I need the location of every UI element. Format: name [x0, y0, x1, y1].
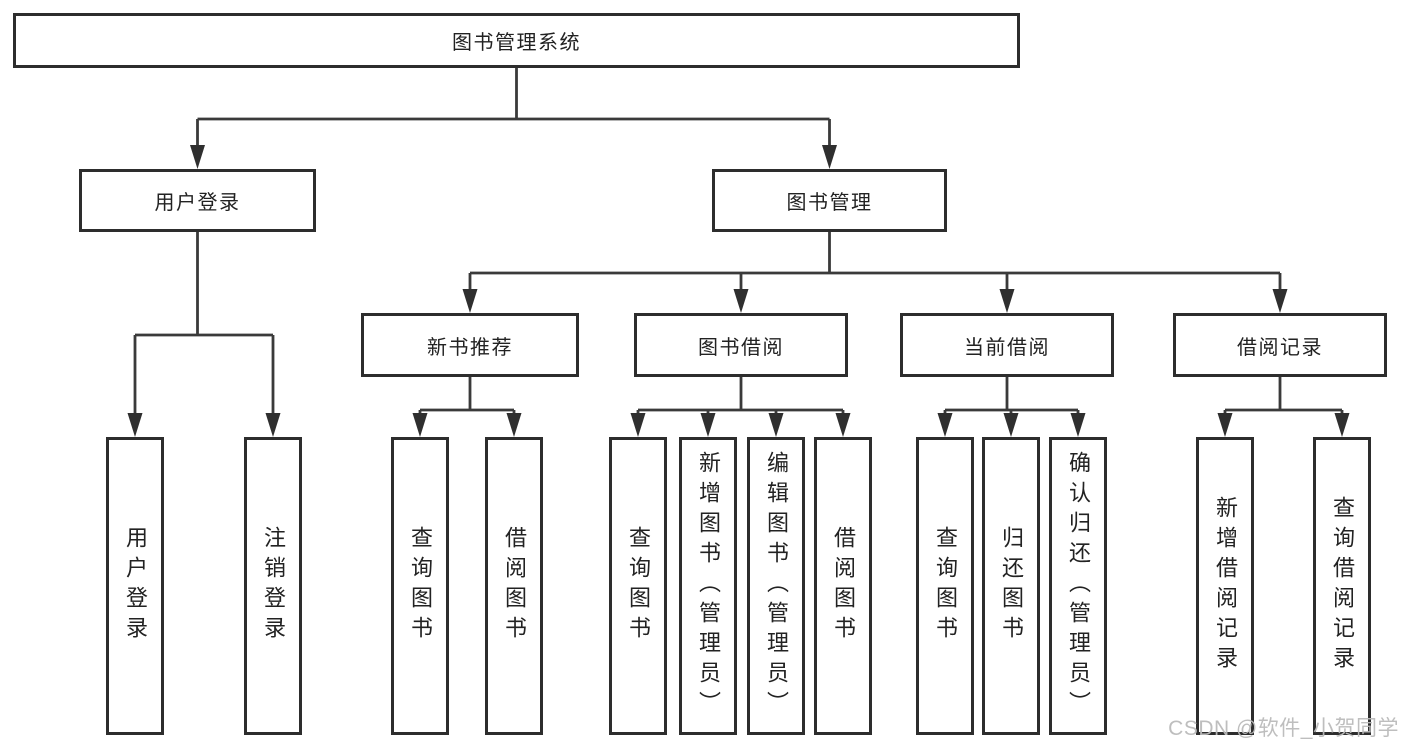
node-user-login: 用户登录 — [79, 169, 316, 232]
arrow-down-icon — [412, 413, 428, 437]
node-new-book-rec-label: 新书推荐 — [427, 336, 513, 359]
arrowheads — [127, 145, 1350, 437]
node-leaf-bb-add-book-label: 新增图书（管理员） — [696, 451, 721, 721]
node-leaf-cb-query-book-label: 查询图书 — [933, 526, 958, 646]
node-leaf-cb-confirm-return-label: 确认归还（管理员） — [1066, 451, 1091, 721]
node-leaf-br-query-record-label: 查询借阅记录 — [1330, 496, 1355, 676]
arrow-down-icon — [733, 289, 749, 313]
node-leaf-user-login-label: 用户登录 — [123, 526, 148, 646]
arrow-down-icon — [999, 289, 1015, 313]
node-leaf-bb-add-book: 新增图书（管理员） — [679, 437, 737, 735]
node-leaf-logout-label: 注销登录 — [261, 526, 286, 646]
node-current-borrow: 当前借阅 — [900, 313, 1114, 377]
node-leaf-user-login: 用户登录 — [106, 437, 164, 735]
node-leaf-br-query-record: 查询借阅记录 — [1313, 437, 1371, 735]
node-leaf-cb-return-book-label: 归还图书 — [999, 526, 1024, 646]
node-leaf-bb-query-book: 查询图书 — [609, 437, 667, 735]
arrow-down-icon — [462, 289, 478, 313]
node-leaf-rec-borrow-book: 借阅图书 — [485, 437, 543, 735]
node-leaf-bb-edit-book: 编辑图书（管理员） — [747, 437, 805, 735]
arrow-down-icon — [835, 413, 851, 437]
arrow-down-icon — [127, 413, 143, 437]
node-leaf-rec-query-book: 查询图书 — [391, 437, 449, 735]
node-borrow-records-label: 借阅记录 — [1237, 336, 1323, 359]
node-leaf-rec-query-book-label: 查询图书 — [408, 526, 433, 646]
node-book-borrow-label: 图书借阅 — [698, 336, 784, 359]
node-borrow-records: 借阅记录 — [1173, 313, 1387, 377]
csdn-watermark: CSDN @软件_小贺同学 — [1168, 717, 1399, 740]
arrow-down-icon — [1334, 413, 1350, 437]
node-leaf-cb-confirm-return: 确认归还（管理员） — [1049, 437, 1107, 735]
arrow-down-icon — [1003, 413, 1019, 437]
arrow-down-icon — [265, 413, 281, 437]
node-root-label: 图书管理系统 — [452, 32, 581, 54]
node-new-book-rec: 新书推荐 — [361, 313, 579, 377]
node-leaf-br-add-record: 新增借阅记录 — [1196, 437, 1254, 735]
arrow-down-icon — [1272, 289, 1288, 313]
node-book-mgmt: 图书管理 — [712, 169, 947, 232]
node-leaf-bb-borrow-book: 借阅图书 — [814, 437, 872, 735]
node-user-login-label: 用户登录 — [154, 192, 241, 214]
node-leaf-rec-borrow-book-label: 借阅图书 — [502, 526, 527, 646]
arrow-down-icon — [1070, 413, 1086, 437]
node-root: 图书管理系统 — [13, 13, 1020, 68]
node-current-borrow-label: 当前借阅 — [964, 336, 1050, 359]
arrow-down-icon — [768, 413, 784, 437]
arrow-down-icon — [630, 413, 646, 437]
node-book-borrow: 图书借阅 — [634, 313, 848, 377]
arrow-down-icon — [822, 145, 837, 169]
node-leaf-cb-query-book: 查询图书 — [916, 437, 974, 735]
node-book-mgmt-label: 图书管理 — [786, 192, 873, 214]
node-leaf-bb-borrow-book-label: 借阅图书 — [831, 526, 856, 646]
arrow-down-icon — [1217, 413, 1233, 437]
node-leaf-logout: 注销登录 — [244, 437, 302, 735]
arrow-down-icon — [506, 413, 522, 437]
arrow-down-icon — [190, 145, 205, 169]
node-leaf-cb-return-book: 归还图书 — [982, 437, 1040, 735]
node-leaf-bb-query-book-label: 查询图书 — [626, 526, 651, 646]
arrow-down-icon — [700, 413, 716, 437]
node-leaf-bb-edit-book-label: 编辑图书（管理员） — [764, 451, 789, 721]
arrow-down-icon — [937, 413, 953, 437]
node-leaf-br-add-record-label: 新增借阅记录 — [1213, 496, 1238, 676]
